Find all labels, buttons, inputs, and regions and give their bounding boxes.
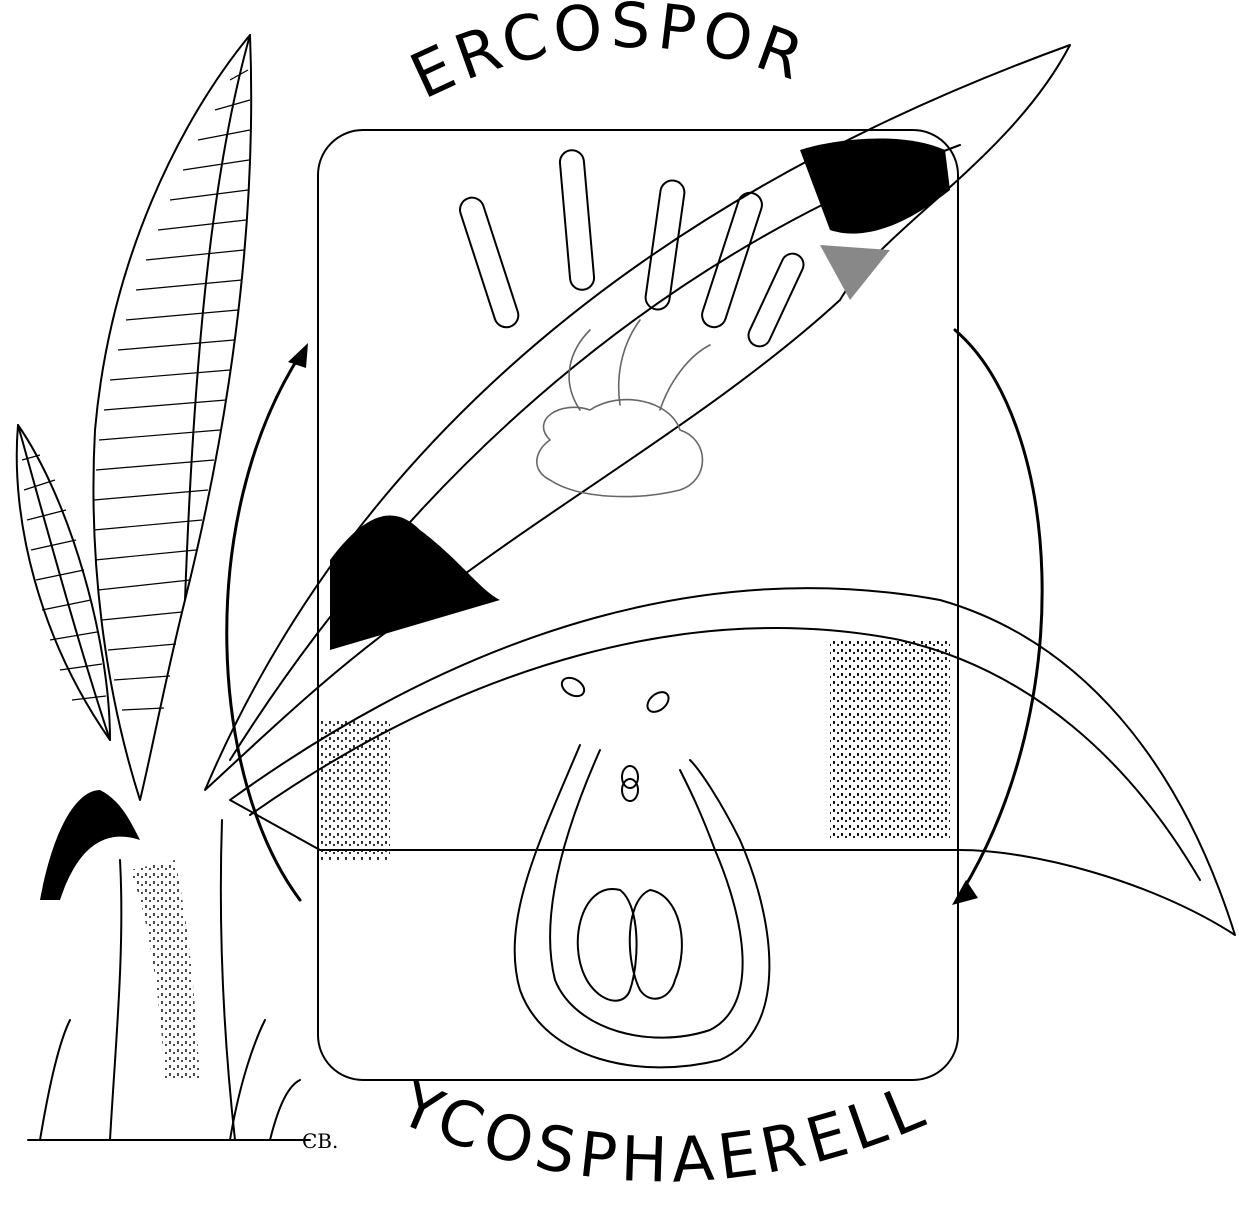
arrow-head-left-icon — [288, 343, 308, 368]
plant-drawing — [17, 35, 310, 1140]
arrow-head-right-icon — [952, 880, 978, 905]
cycle-arrow-right — [955, 330, 1042, 895]
mycosphaerella-leaf-section — [230, 588, 1235, 1067]
genus-label-cercospora: CERCOSPORA — [0, 0, 816, 113]
artist-signature: CB. — [302, 1129, 338, 1153]
